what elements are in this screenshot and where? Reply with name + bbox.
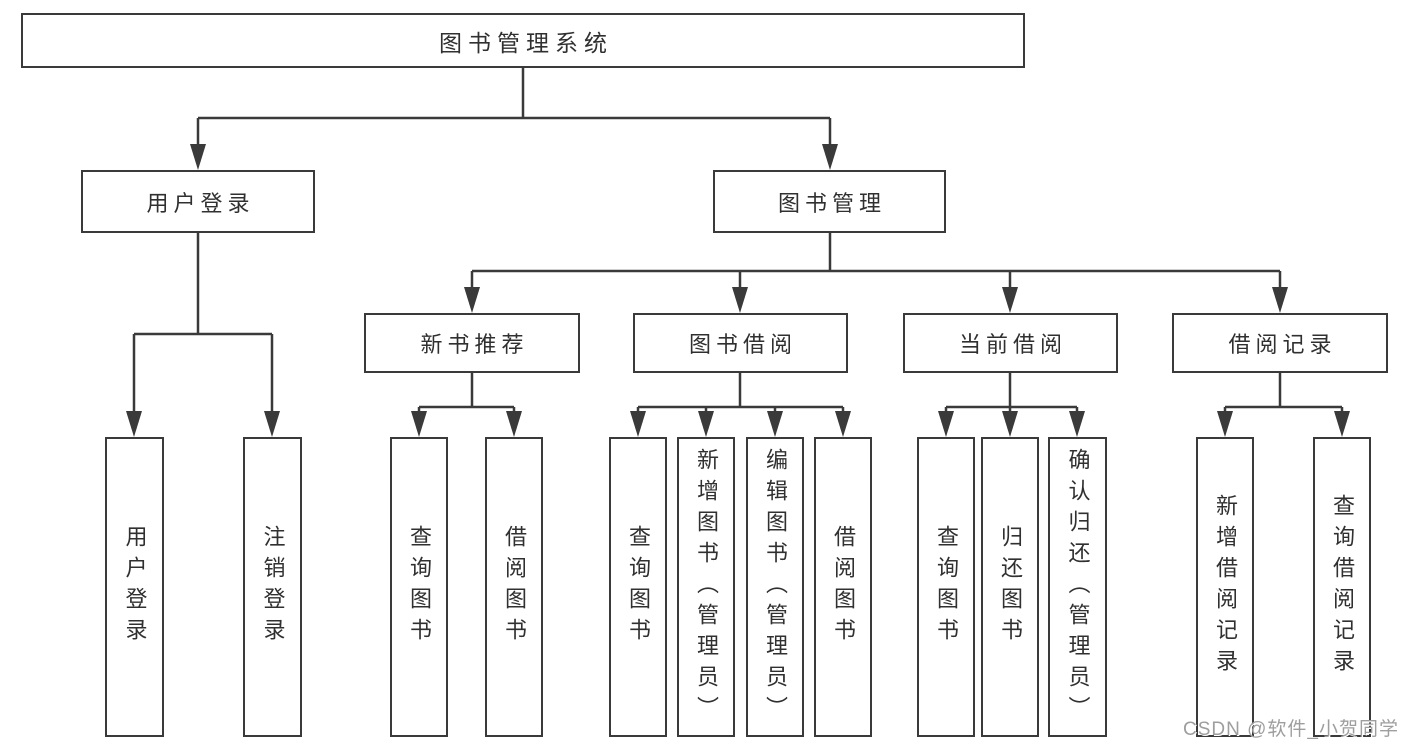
- leaf-query-book-recommend: 查询图书: [390, 437, 448, 737]
- node-current-borrow: 当前借阅: [903, 313, 1118, 373]
- leaf-query-book-borrow: 查询图书: [609, 437, 667, 737]
- node-book-management: 图书管理: [713, 170, 946, 233]
- node-borrow-record-label: 借阅记录: [1228, 332, 1337, 357]
- leaf-add-book-admin: 新增图书（管理员）: [677, 437, 735, 737]
- leaf-query-borrow-record: 查询借阅记录: [1313, 437, 1371, 737]
- leaf-edit-book-admin-label: 编辑图书（管理员）: [763, 447, 788, 727]
- leaf-query-book-borrow-label: 查询图书: [626, 525, 651, 649]
- leaf-user-login: 用户登录: [105, 437, 164, 737]
- node-book-management-label: 图书管理: [777, 190, 886, 216]
- leaf-edit-book-admin: 编辑图书（管理员）: [746, 437, 804, 737]
- leaf-user-login-label: 用户登录: [122, 525, 148, 649]
- leaf-add-borrow-record: 新增借阅记录: [1196, 437, 1254, 737]
- leaf-add-book-admin-label: 新增图书（管理员）: [694, 447, 719, 727]
- node-borrow-record: 借阅记录: [1172, 313, 1388, 373]
- leaf-add-borrow-record-label: 新增借阅记录: [1213, 494, 1238, 680]
- node-user-login: 用户登录: [81, 170, 315, 233]
- node-current-borrow-label: 当前借阅: [958, 332, 1067, 357]
- csdn-watermark: CSDN @软件_小贺同学: [1183, 719, 1399, 740]
- leaf-query-book-current-label: 查询图书: [934, 525, 959, 649]
- node-root-system: 图书管理系统: [21, 13, 1025, 68]
- node-root-label: 图书管理系统: [439, 29, 613, 56]
- leaf-logout: 注销登录: [243, 437, 302, 737]
- node-new-book-recommend: 新书推荐: [364, 313, 580, 373]
- leaf-logout-label: 注销登录: [260, 525, 286, 649]
- node-new-book-recommend-label: 新书推荐: [420, 332, 529, 357]
- leaf-confirm-return-admin-label: 确认归还（管理员）: [1065, 447, 1091, 727]
- node-book-borrow: 图书借阅: [633, 313, 848, 373]
- leaf-return-book: 归还图书: [981, 437, 1039, 737]
- node-book-borrow-label: 图书借阅: [688, 332, 797, 357]
- node-user-login-label: 用户登录: [146, 190, 255, 216]
- leaf-borrow-book-label: 借阅图书: [831, 525, 856, 649]
- leaf-confirm-return-admin: 确认归还（管理员）: [1048, 437, 1107, 737]
- leaf-return-book-label: 归还图书: [998, 525, 1023, 649]
- leaf-borrow-book-recommend-label: 借阅图书: [502, 525, 527, 649]
- leaf-query-borrow-record-label: 查询借阅记录: [1330, 494, 1355, 680]
- leaf-borrow-book: 借阅图书: [814, 437, 872, 737]
- leaf-borrow-book-recommend: 借阅图书: [485, 437, 543, 737]
- leaf-query-book-current: 查询图书: [917, 437, 975, 737]
- leaf-query-book-recommend-label: 查询图书: [407, 525, 432, 649]
